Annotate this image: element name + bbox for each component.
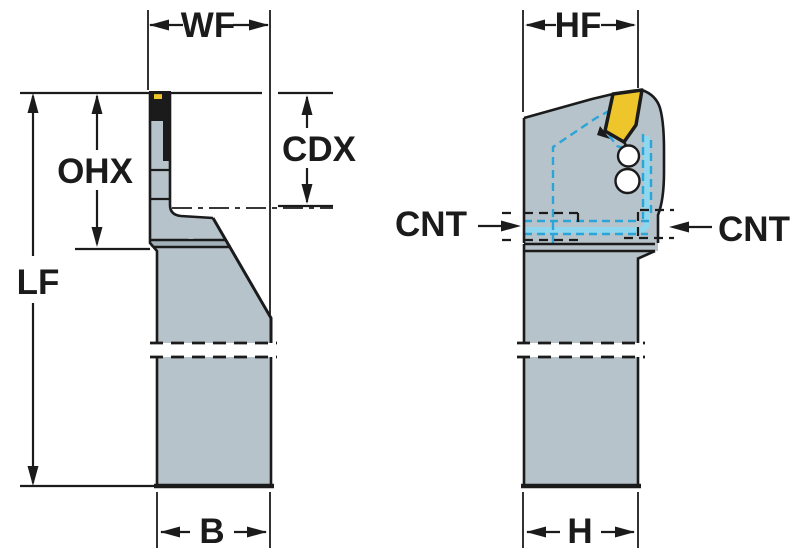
b-label: B (199, 512, 224, 551)
side-upper-shank-edges (522, 259, 640, 343)
cnt-arrow-right (669, 221, 689, 233)
cnt-hidden-dash-upper-left (502, 211, 580, 222)
cnt-label-right: CNT (718, 210, 790, 249)
side-tool-body (502, 88, 674, 489)
front-seat-strip (151, 241, 228, 247)
cnt-arrow-left (501, 220, 521, 232)
front-dimensions: WF LF OHX CDX B (17, 6, 357, 551)
cdx-arrow-down (301, 184, 313, 204)
side-upper-shank-fill (524, 259, 638, 343)
h-arrow-left (526, 526, 546, 538)
front-insert-tip (154, 94, 162, 99)
ohx-label: OHX (57, 152, 134, 191)
ohx-arrow-up (91, 94, 103, 114)
front-clamp-hole (181, 219, 201, 239)
insert-seat-hidden-contour (603, 110, 641, 155)
ohx-arrow-down (91, 227, 103, 247)
hf-arrow-left (525, 19, 545, 31)
front-tool-body (148, 91, 333, 489)
hf-arrow-right (616, 19, 636, 31)
side-insert-tip (597, 126, 610, 139)
lf-label: LF (17, 263, 60, 302)
side-neck-edges (522, 244, 656, 261)
clamp-screw-hole-lower (614, 167, 641, 195)
wf-label: WF (181, 6, 235, 45)
front-insert-pocket-strip (163, 119, 171, 161)
front-blade-right-edge (168, 93, 214, 220)
front-view: WF LF OHX CDX B (17, 6, 357, 551)
wf-arrow-right (249, 19, 269, 31)
lf-arrow-down (27, 466, 39, 486)
side-view: HF CNT CNT H (395, 6, 790, 551)
lf-arrow-up (27, 93, 39, 113)
clamp-screw-hole-upper (616, 144, 641, 168)
h-arrow-right (615, 526, 635, 538)
wf-arrow-left (149, 19, 169, 31)
side-lower-shank-edges (522, 357, 640, 486)
side-insert (603, 88, 644, 144)
front-lower-shank-edges (155, 357, 273, 486)
cnt-hidden-dash-upper-right (636, 208, 674, 240)
side-lower-shank-fill (524, 357, 638, 486)
b-arrow-left (160, 526, 180, 538)
blade-hidden-contour (551, 109, 610, 243)
side-head-right-edge (641, 88, 666, 243)
cdx-label: CDX (282, 130, 357, 169)
cdx-arrow-up (301, 95, 313, 115)
cnt-label-left: CNT (395, 205, 467, 244)
b-arrow-right (247, 526, 267, 538)
side-head-top-edge (523, 92, 614, 120)
front-lower-shank-fill (157, 357, 271, 486)
side-dimensions: HF CNT CNT H (395, 6, 790, 551)
hf-label: HF (555, 6, 602, 45)
front-head-chamfer-edge (211, 217, 273, 343)
h-label: H (567, 512, 592, 551)
